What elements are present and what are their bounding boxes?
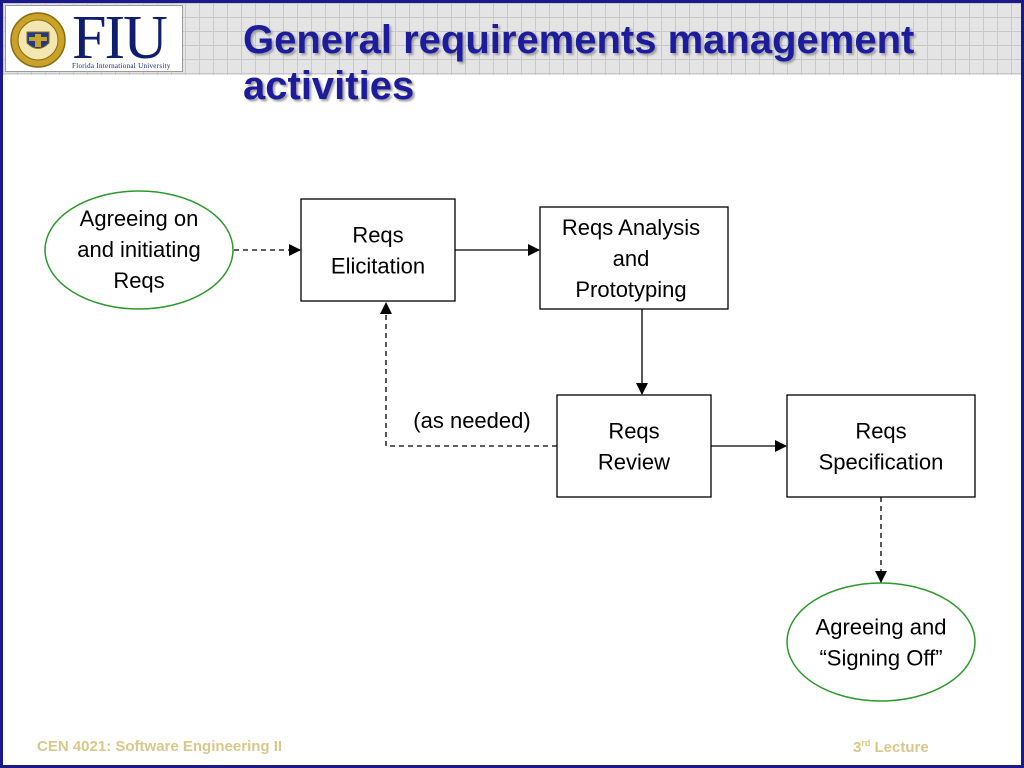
edge-label-as-needed: (as needed)	[413, 408, 530, 433]
node-review-box	[556, 394, 712, 498]
node-start-ellipse	[44, 190, 234, 310]
elicitation-label-line: Elicitation	[331, 254, 425, 279]
footer-lecture-word: Lecture	[874, 739, 929, 756]
arrow-review-to-elicitation-feedback	[380, 302, 557, 447]
elicitation-label-line: Reqs	[352, 223, 403, 248]
logo-subtitle: Florida International University	[72, 62, 171, 70]
node-signoff-label: Agreeing and “Signing Off”	[816, 615, 947, 671]
start-label-line: and initiating	[77, 237, 201, 262]
university-seal-icon	[10, 12, 66, 68]
specification-label-line: Reqs	[855, 419, 906, 444]
review-label-line: Reqs	[608, 419, 659, 444]
logo-wordmark: FIU	[72, 4, 168, 72]
signoff-label-line: “Signing Off”	[819, 646, 942, 671]
node-specification-box	[786, 394, 976, 498]
analysis-label-line: Reqs Analysis	[562, 215, 700, 240]
slide-title: General requirements management activiti…	[243, 18, 915, 108]
start-label-line: Reqs	[113, 268, 164, 293]
start-label-line: Agreeing on	[80, 206, 199, 231]
node-signoff-ellipse	[786, 582, 976, 702]
footer-course: CEN 4021: Software Engineering II	[37, 738, 283, 755]
university-logo: FIU Florida International University	[5, 5, 183, 72]
footer-lecture-suffix: rd	[861, 738, 871, 748]
review-label-line: Review	[598, 450, 670, 475]
node-elicitation-box	[300, 198, 456, 302]
analysis-label-line: and	[613, 246, 650, 271]
specification-label-line: Specification	[819, 450, 944, 475]
footer-lecture-number: 3	[853, 739, 862, 756]
footer-lecture: 3rd Lecture	[853, 738, 929, 756]
signoff-label-line: Agreeing and	[816, 615, 947, 640]
node-analysis-box	[539, 206, 729, 310]
analysis-label-line: Prototyping	[575, 277, 686, 302]
